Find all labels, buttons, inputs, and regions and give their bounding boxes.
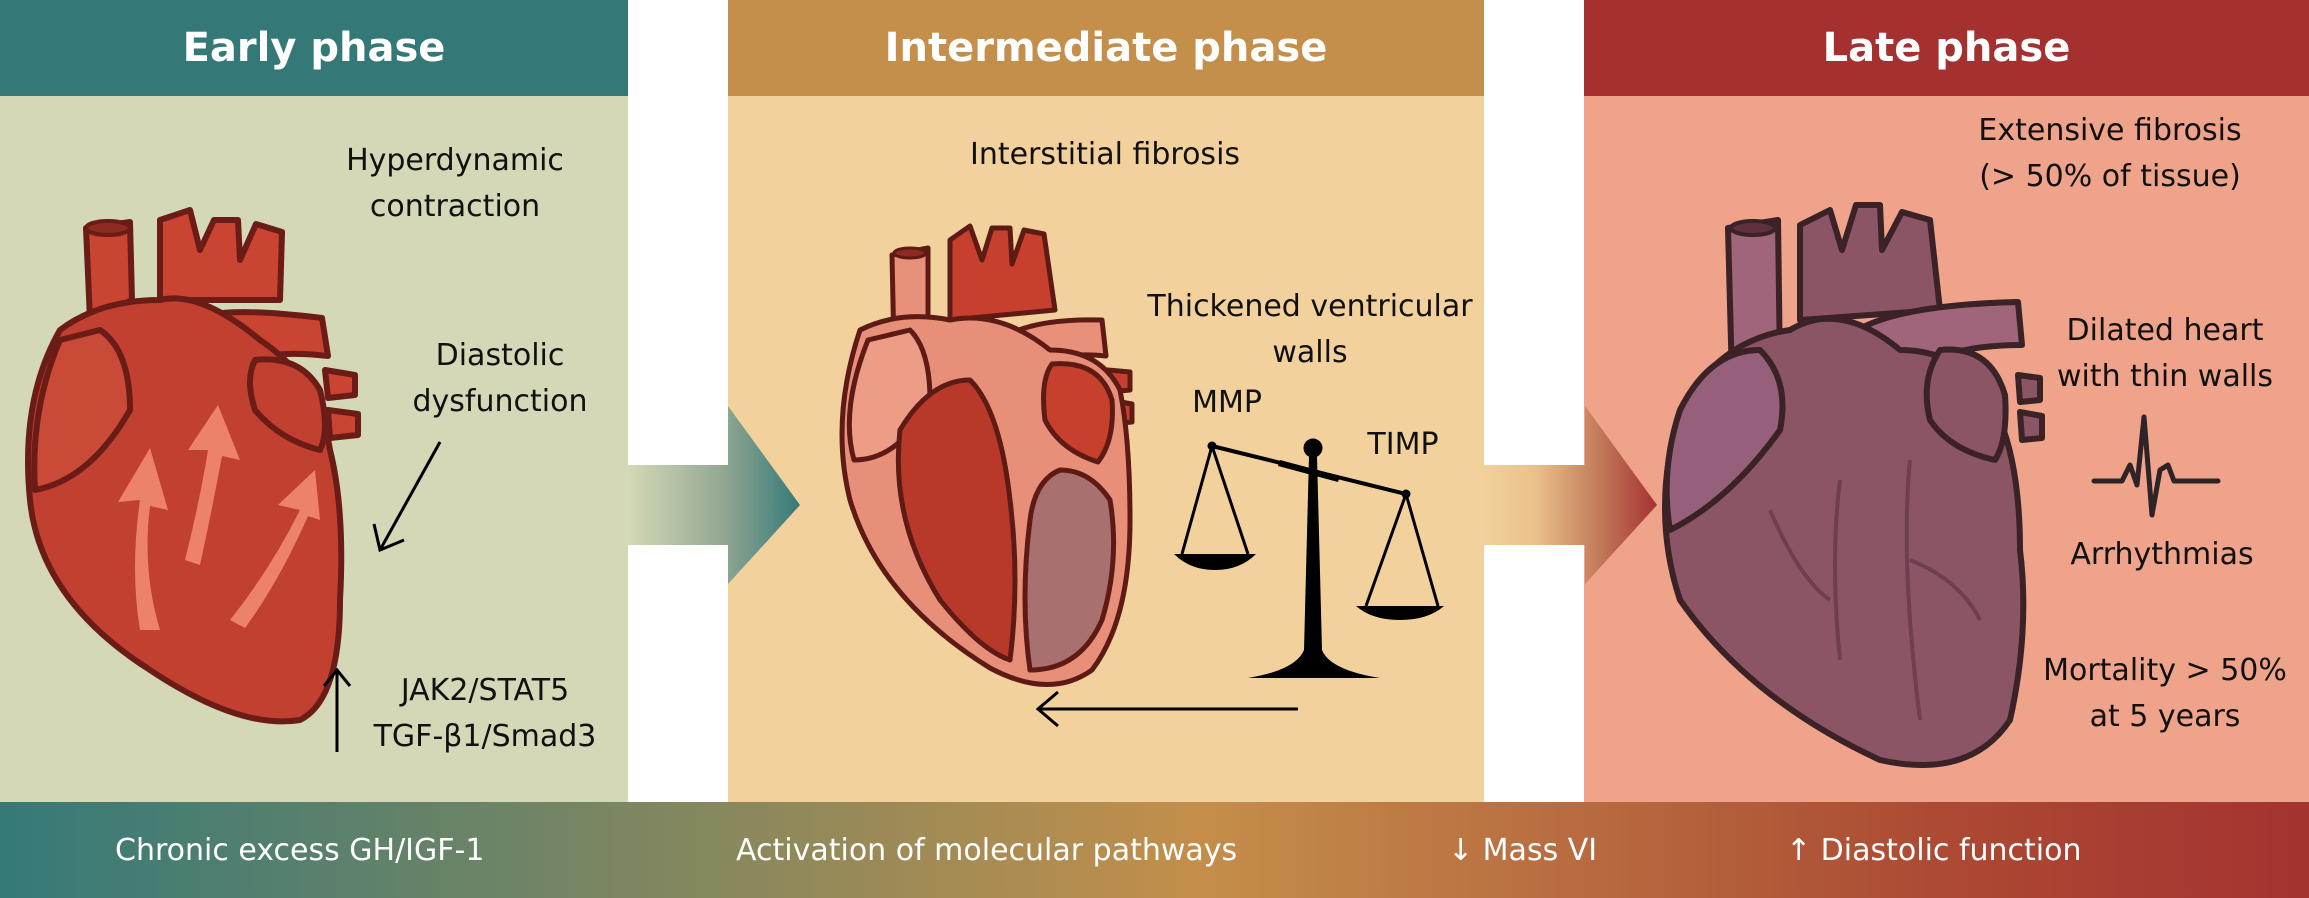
- thickened-walls-label: Thickened ventricular walls: [1147, 289, 1473, 370]
- left-arrow-icon: [1035, 690, 1298, 728]
- early-phase-header: Early phase: [0, 0, 628, 96]
- heart-icon: [25, 207, 361, 725]
- dilated-heart-icon: [1662, 202, 2045, 768]
- up-arrow-icon: [322, 667, 352, 752]
- diagonal-arrow-icon: [372, 441, 442, 553]
- bottom-item-molecular-pathways: Activation of molecular pathways: [736, 832, 1238, 868]
- extensive-fibrosis-label: Extensive fibrosis (> 50% of tissue): [1978, 113, 2242, 194]
- early-phase-title: Early phase: [182, 25, 446, 71]
- late-phase-title: Late phase: [1822, 25, 2071, 71]
- balance-scale-icon: [1174, 438, 1444, 678]
- interstitial-fibrosis-label: Interstitial fibrosis: [969, 137, 1241, 172]
- heart-cross-section-icon: [839, 223, 1135, 687]
- ecg-waveform-icon: [2091, 414, 2221, 518]
- timp-label: TIMP: [1367, 427, 1439, 462]
- molecular-pathway-label: JAK2/STAT5 TGF-β1/Smad3: [373, 673, 597, 754]
- dilated-heart-label: Dilated heart with thin walls: [2056, 313, 2274, 394]
- intermediate-phase-title: Intermediate phase: [884, 25, 1328, 71]
- bottom-item-mass-vi: ↓ Mass VI: [1448, 832, 1598, 868]
- intermediate-phase-header: Intermediate phase: [728, 0, 1484, 96]
- hyperdynamic-contraction-label: Hyperdynamic contraction: [346, 143, 564, 224]
- late-phase-header: Late phase: [1584, 0, 2309, 96]
- right-arrow-icon: [1484, 406, 1657, 584]
- arrhythmias-label: Arrhythmias: [2070, 537, 2254, 572]
- bottom-item-gh-igf: Chronic excess GH/IGF-1: [115, 832, 485, 868]
- progression-bar: Chronic excess GH/IGF-1 Activation of mo…: [0, 802, 2309, 898]
- right-arrow-icon: [628, 406, 800, 584]
- bottom-item-diastolic-function: ↑ Diastolic function: [1786, 832, 2082, 868]
- mmp-label: MMP: [1192, 385, 1262, 420]
- mortality-label: Mortality > 50% at 5 years: [2043, 653, 2287, 734]
- diastolic-dysfunction-label: Diastolic dysfunction: [412, 338, 588, 419]
